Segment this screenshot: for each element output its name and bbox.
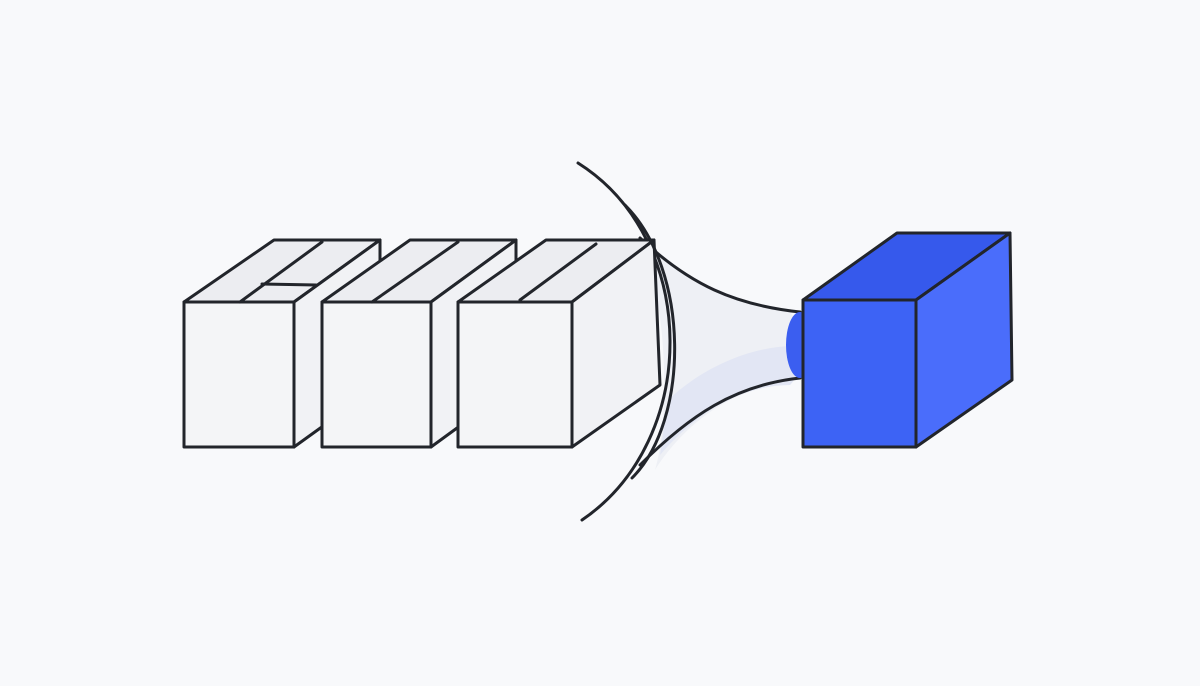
funnel <box>576 161 802 522</box>
box-3-top-flap-line <box>518 242 598 302</box>
box-2-top-flap-line <box>370 240 460 304</box>
box-3 <box>456 238 662 449</box>
funnel-mouth-arc <box>576 161 672 522</box>
box-1-tape-seam <box>260 282 318 287</box>
funnel-lower-curve <box>638 376 802 467</box>
box-2-front <box>320 300 433 449</box>
funnel-inner-shadow <box>660 346 798 455</box>
funnel-mouth-arc-front <box>623 203 677 480</box>
output-cube-front <box>801 298 918 449</box>
box-1-front <box>182 300 296 449</box>
output-cube <box>801 231 1014 449</box>
box-1-top-flap-line <box>238 240 324 304</box>
box-3-front <box>456 300 574 449</box>
